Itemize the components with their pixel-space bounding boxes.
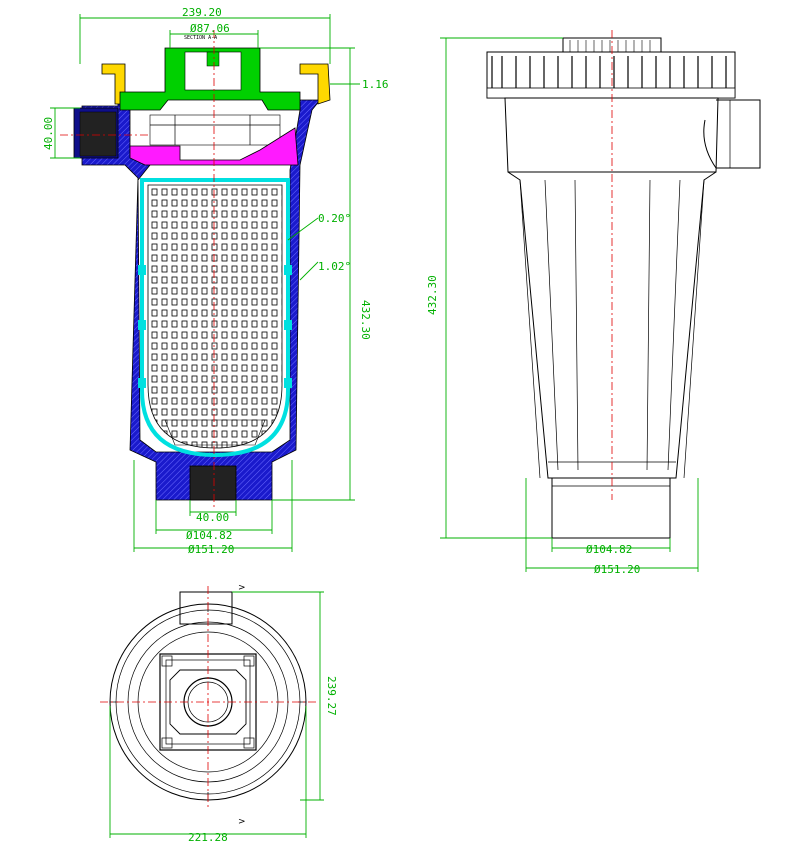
section-arrow-icon: > <box>238 583 246 593</box>
top-dim-width: 221.28 <box>188 831 228 844</box>
side-dim-base-diameter: Ø151.20 <box>594 563 640 576</box>
side-view: 432.30 Ø104.82 Ø151.20 <box>426 30 761 576</box>
screen-frame <box>140 178 290 458</box>
dim-inlet: 40.00 <box>42 117 55 150</box>
side-dim-height: 432.30 <box>426 275 439 315</box>
base-outline <box>551 477 671 539</box>
section-arrow-icon: > <box>238 817 246 827</box>
side-dim-outlet-diameter: Ø104.82 <box>586 543 632 556</box>
dim-base-diameter: Ø151.20 <box>188 543 234 556</box>
dim-outlet-diameter: Ø104.82 <box>186 529 232 542</box>
dim-thread: 1.16 <box>362 78 389 91</box>
section-view: 239.20 Ø87.06 SECTION A-A 1.16 40.00 0.2… <box>42 6 389 556</box>
section-label: SECTION A-A <box>184 35 217 41</box>
outlet-port <box>189 465 237 501</box>
dim-outlet: 40.00 <box>196 511 229 524</box>
side-inlet <box>703 99 761 169</box>
body-upper <box>504 97 719 173</box>
screen-basket <box>147 184 283 449</box>
top-view: > > 239.27 221.28 <box>100 583 338 844</box>
dim-cap-diameter: Ø87.06 <box>190 22 230 35</box>
dim-wall: 1.02° <box>318 260 351 273</box>
dim-screen-gap: 0.20° <box>318 212 351 225</box>
dim-height: 432.30 <box>359 300 372 340</box>
top-dim-height: 239.27 <box>325 676 338 716</box>
dim-overall-width: 239.20 <box>182 6 222 19</box>
seal-section <box>129 127 299 166</box>
